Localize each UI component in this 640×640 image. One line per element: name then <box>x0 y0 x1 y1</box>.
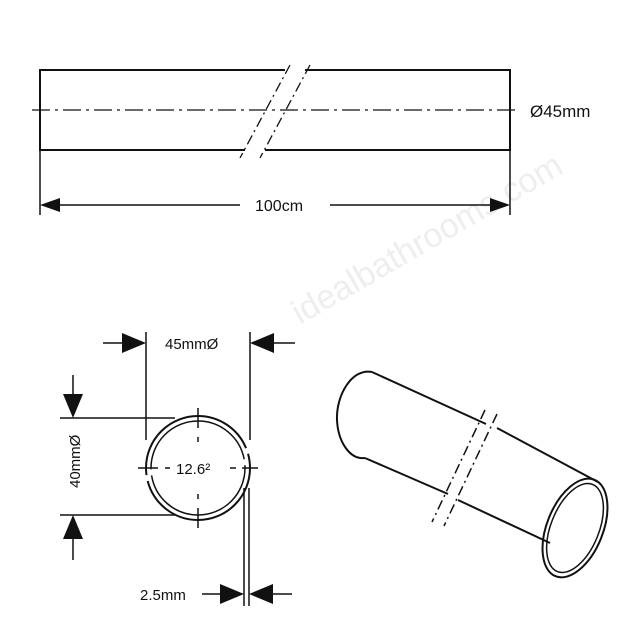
arrow-left-icon <box>249 584 273 604</box>
arrow-left-icon <box>250 333 274 353</box>
arrow-left-icon <box>40 198 60 212</box>
arrow-right-icon <box>220 584 244 604</box>
outer-diameter-label: 45mmØ <box>165 336 219 353</box>
top-pipe-view: Ø45mm 100cm <box>32 64 590 215</box>
diameter-label: Ø45mm <box>530 102 590 121</box>
cross-section-view: 12.6² 45mmØ 40mmØ 2.5mm <box>60 332 295 606</box>
watermark: idealbathrooms.com <box>285 146 569 332</box>
isometric-pipe-view <box>335 370 609 579</box>
center-label: 12.6² <box>176 461 210 478</box>
arrow-right-icon <box>122 333 146 353</box>
arrow-up-icon <box>63 515 83 539</box>
arrow-right-icon <box>490 198 510 212</box>
arrow-down-icon <box>63 394 83 418</box>
wall-thickness-label: 2.5mm <box>140 587 186 604</box>
length-label: 100cm <box>255 198 303 215</box>
inner-diameter-label: 40mmØ <box>67 434 84 488</box>
